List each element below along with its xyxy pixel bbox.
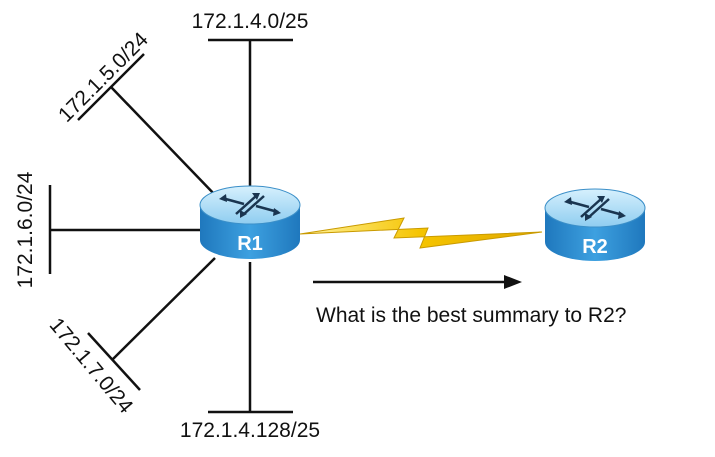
upper-left-network-segment	[77, 53, 145, 121]
r1-links	[50, 40, 252, 412]
network-label-upper-left: 172.1.5.0/24	[54, 28, 153, 127]
router-icon	[199, 185, 301, 259]
network-segments	[48, 38, 293, 414]
router-icon	[544, 188, 646, 261]
link-to-lower-left-network	[111, 257, 216, 361]
serial-link-icon	[299, 217, 543, 249]
link-to-upper-left-network	[110, 86, 218, 198]
network-label-bottom: 172.1.4.128/25	[180, 419, 320, 442]
lower-left-network-segment	[87, 332, 141, 391]
question-text: What is the best summary to R2?	[316, 304, 626, 327]
router-r1: R1	[199, 185, 301, 259]
network-label-left: 172.1.6.0/24	[14, 171, 37, 288]
network-label-lower-left: 172.1.7.0/24	[45, 314, 138, 418]
network-label-top: 172.1.4.0/25	[192, 10, 309, 33]
arrow-right-icon	[313, 275, 522, 289]
router-label-r1: R1	[237, 233, 263, 255]
router-label-r2: R2	[582, 236, 608, 258]
router-r2: R2	[544, 188, 646, 261]
